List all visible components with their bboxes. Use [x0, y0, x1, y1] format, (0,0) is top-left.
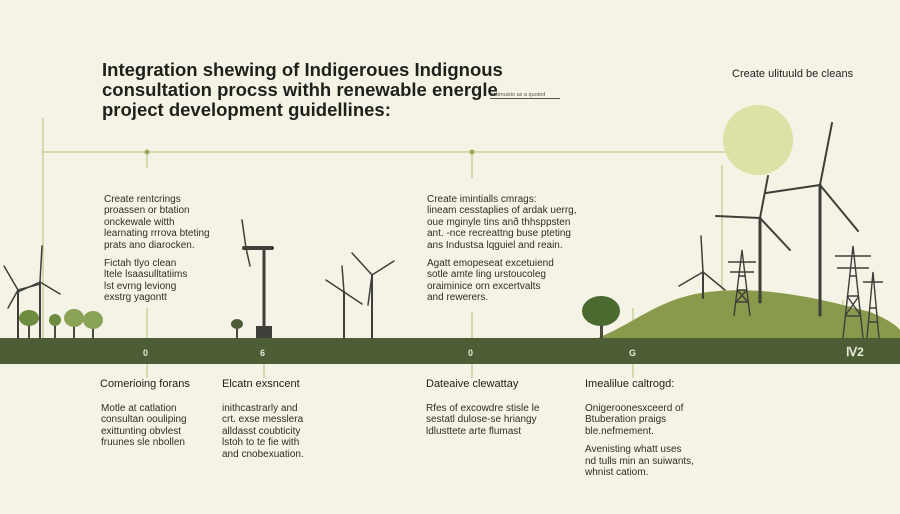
text-line: exstrg yagontt	[104, 292, 167, 304]
text-line: Fictah tlyo clean	[104, 258, 177, 270]
diagram-title: Integration shewing of Indigeroues Indig…	[102, 60, 503, 120]
step-heading: Elcatn exsncent	[222, 378, 300, 390]
step-heading: Comerioing forans	[100, 378, 190, 390]
text-line: and rewerers.	[427, 292, 489, 304]
step-text-block: Onigeroonesxceerd of Btuberation praigs …	[585, 403, 694, 478]
text-line: Rfes of excowdre stisle le	[426, 403, 540, 414]
text-line: prats ano diarocken.	[104, 239, 195, 251]
hill	[598, 290, 900, 338]
text-line: Onigeroonesxceerd of	[585, 403, 684, 414]
text-line: Agatt emopeseat excetuiend	[427, 258, 554, 270]
timeline-band	[0, 338, 900, 364]
text-line: Avenisting whatt uses	[585, 444, 682, 456]
text-line: exittunting obvlest	[101, 425, 182, 437]
timeline-label: 6	[260, 348, 266, 358]
text-line: nd tulls min an suiwants,	[585, 455, 694, 467]
upper-text-block: Create imintialls cmrags: lineam cesstap…	[427, 194, 577, 304]
timeline-label: 0	[468, 348, 474, 358]
corner-label: Ⅳ2	[846, 345, 864, 359]
step-heading: Imealilue caltrogd:	[585, 378, 675, 390]
text-line: fruunes sle nbollen	[101, 437, 185, 449]
sun-icon	[723, 105, 793, 175]
text-line: ans Industsa lqguiel and reain.	[427, 239, 563, 251]
text-line: sotle amte ling urstoucoleg	[427, 269, 546, 281]
text-line: proassen or btation	[104, 205, 190, 217]
step-heading: Dateaive clewattay	[426, 378, 519, 390]
text-line: learnating rrrova bteting	[104, 228, 210, 240]
tree-icons	[19, 296, 620, 338]
title-line: consultation procss withh renewable ener…	[102, 79, 498, 100]
wind-turbine-icons	[3, 122, 859, 339]
step-text-block: Rfes of excowdre stisle le sestatl dulos…	[426, 403, 539, 437]
upper-text-block: Create rentcrings proassen or btation on…	[104, 194, 210, 304]
text-line: oraiminice orn excertvalts	[427, 280, 541, 292]
text-line: consultan oouliping	[101, 414, 187, 426]
top-right-caption: Create ulituuld be cleans	[732, 68, 854, 80]
timeline-label: G	[629, 348, 637, 358]
text-line: and cnobexuation.	[222, 448, 304, 460]
text-line: sestatl dulose-se hriangy	[426, 414, 537, 426]
text-line: ble.nefmement.	[585, 425, 654, 437]
text-line: Create rentcrings	[104, 194, 181, 205]
title-line: Integration shewing of Indigeroues Indig…	[102, 59, 503, 80]
text-line: oue mginyle tins anð thhsppsten	[427, 216, 571, 228]
text-line: Create imintialls cmrags:	[427, 194, 537, 205]
text-line: crt. exse messlera	[222, 414, 304, 426]
text-line: ltele lsaasulltatiims	[104, 269, 188, 281]
text-line: ant. -nce recreattng buse pteting	[427, 228, 571, 240]
guide-dots	[144, 149, 475, 155]
text-line: alldasst coubticity	[222, 425, 301, 437]
step-text-block: Motle at catlation consultan oouliping e…	[101, 403, 187, 449]
text-line: inithcastrarly and	[222, 403, 298, 414]
transmission-tower-icons	[728, 245, 883, 339]
text-line: lstoh to te fie with	[222, 437, 300, 449]
text-line: onckewale witth	[104, 216, 175, 228]
text-line: whnist catiom.	[585, 467, 649, 479]
text-line: Btuberation praigs	[585, 414, 667, 426]
text-line: lineam cesstaplies of ardak uerrg,	[427, 205, 577, 217]
text-line: Motle at catlation	[101, 403, 177, 414]
text-line: lst evrng leviong	[104, 280, 177, 292]
text-line: ldlusttete arte flumast	[426, 425, 522, 437]
title-line: project development guidellines:	[102, 99, 391, 120]
step-text-block: inithcastrarly and crt. exse messlera al…	[222, 403, 304, 460]
timeline-label: 0	[143, 348, 149, 358]
small-caption: babmuisio as a quoted	[490, 92, 560, 99]
